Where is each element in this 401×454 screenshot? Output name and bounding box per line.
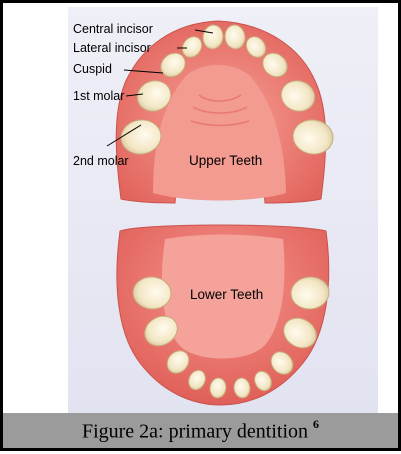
label-cuspid: Cuspid — [73, 62, 112, 76]
figure-caption: Figure 2a: primary dentition 6 — [82, 420, 319, 442]
label-upper-teeth: Upper Teeth — [189, 153, 262, 168]
caption-bar: Figure 2a: primary dentition 6 — [0, 413, 401, 451]
label-lower-teeth: Lower Teeth — [190, 287, 263, 302]
label-central-incisor: Central incisor — [73, 22, 153, 36]
caption-text: Figure 2a: primary dentition — [82, 420, 308, 442]
dentition-illustration: Central incisor Lateral incisor Cuspid 1… — [3, 3, 401, 454]
label-first-molar: 1st molar — [73, 89, 124, 103]
label-lateral-incisor: Lateral incisor — [73, 41, 151, 55]
label-second-molar: 2nd molar — [73, 154, 129, 168]
caption-reference: 6 — [313, 417, 319, 431]
